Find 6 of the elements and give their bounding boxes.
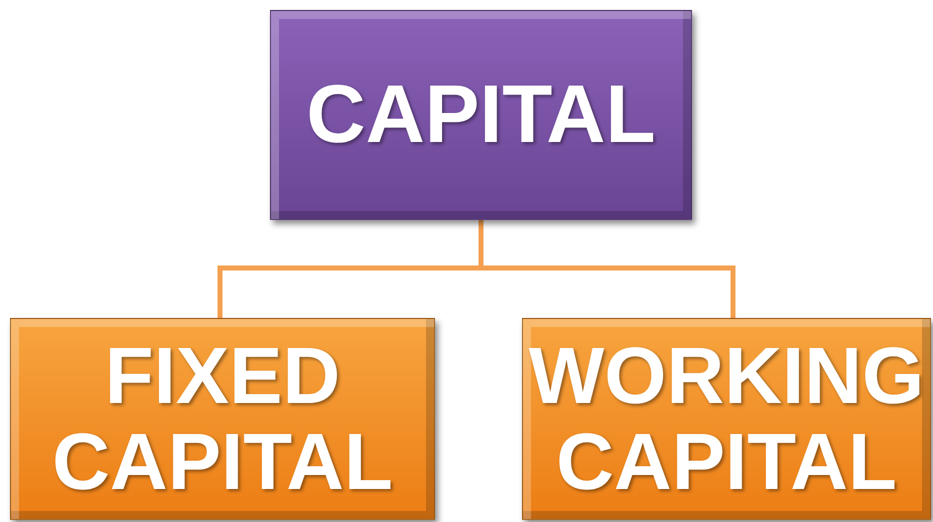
root-box [270,10,692,220]
box-label: FIXED CAPITAL [51,332,394,506]
category-box [10,318,435,520]
box-label: WORKING CAPITAL [528,332,926,506]
category-box [522,318,931,520]
box-label: CAPITAL [306,70,656,160]
